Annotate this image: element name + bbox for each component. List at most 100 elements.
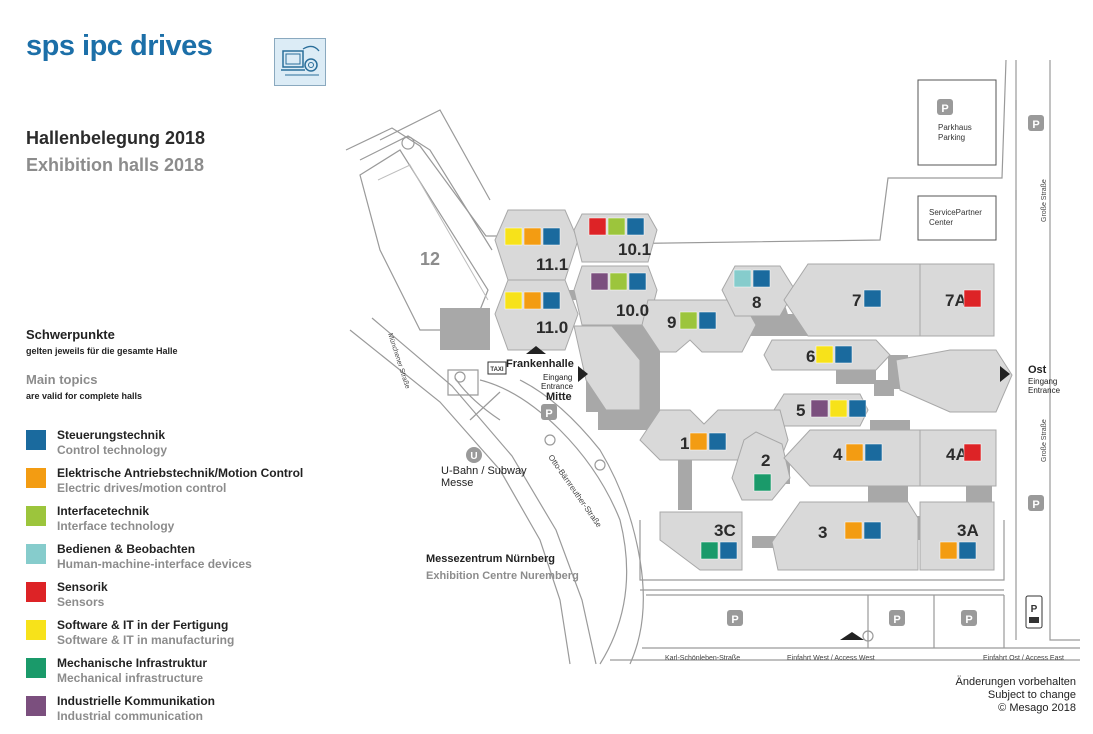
hall-label-7a: 7A	[945, 291, 967, 310]
legend-label-de: Bedienen & Beobachten	[57, 542, 196, 556]
parking-icons: P P P P P P P P	[541, 99, 1044, 629]
hall-3a-topic-drives	[939, 541, 958, 560]
subway-label-2: Messe	[441, 477, 473, 489]
hall-11-1-topic-control	[542, 227, 561, 246]
hall-11-0-shape	[494, 279, 579, 351]
svg-text:P: P	[1031, 604, 1038, 615]
parking-icon-5	[889, 610, 905, 626]
hall-label-7: 7	[852, 291, 861, 310]
hall-3a-topic-control	[958, 541, 977, 560]
mitte-entrance-arrow-icon	[578, 366, 588, 382]
legend-label-en: Sensors	[57, 595, 105, 609]
hall-11-0-topic-software	[504, 291, 523, 310]
exhibition-map: 12	[345, 60, 1080, 665]
street-einfahrt-ost: Einfahrt Ost / Access East	[983, 655, 1064, 662]
service-partner-box	[917, 195, 997, 241]
hall-1-topic-drives	[689, 432, 708, 451]
mitte-name-label: Mitte	[546, 391, 572, 403]
hall-3c-topic-mechanical	[700, 541, 719, 560]
notes-de: Änderungen vorbehalten	[955, 676, 1076, 688]
brand-logo: sps ipc drives	[26, 30, 213, 62]
hall-6-topic-control	[834, 345, 853, 364]
ost-entrance-arrow-icon	[1000, 366, 1010, 382]
parking-garage-box	[917, 79, 997, 166]
svg-text:P: P	[545, 408, 552, 420]
legend-swatch-communication	[26, 696, 46, 716]
hall-5-topic-communication	[810, 399, 829, 418]
service-partner-label-1: ServicePartner	[929, 208, 982, 217]
svg-text:P: P	[731, 614, 738, 626]
focus-sub-de: gelten jeweils für die gesamte Halle	[26, 346, 178, 356]
svg-text:P: P	[1032, 119, 1039, 131]
street-karl: Karl-Schönleben-Straße	[665, 655, 740, 662]
subway-icon	[466, 447, 482, 463]
hall-12-outline	[359, 149, 489, 331]
venue-label-en: Exhibition Centre Nuremberg	[426, 570, 579, 582]
brand-icon	[274, 38, 326, 86]
hall-7-topic-control	[863, 289, 882, 308]
hall-9-topic-control	[698, 311, 717, 330]
focus-title-de: Schwerpunkte	[26, 327, 115, 342]
street-grosse-bottom: Große Straße	[1041, 419, 1048, 462]
hall-11-1-topic-drives	[523, 227, 542, 246]
hall-10-0-topic-interface	[609, 272, 628, 291]
hall-8-topic-hmi	[733, 269, 752, 288]
access-west-arrow-icon	[840, 632, 864, 640]
page-title: Hallenbelegung 2018	[26, 128, 206, 148]
hall-ost-entrance-shape	[895, 349, 1013, 413]
hall-10-0-topic-communication	[590, 272, 609, 291]
hall-6-topic-software	[815, 345, 834, 364]
hall-label-3c: 3C	[714, 521, 736, 540]
parking-icon-3	[541, 404, 557, 420]
hall-label-8: 8	[752, 293, 761, 312]
parking-icon-2	[1028, 495, 1044, 511]
focus-sub-en: are valid for complete halls	[26, 391, 143, 401]
notes-en: Subject to change	[987, 689, 1076, 701]
hall-1-topic-control	[708, 432, 727, 451]
hall-label-11-0: 11.0	[536, 318, 568, 337]
parking-icon-4	[727, 610, 743, 626]
legend-label-de: Software & IT in der Fertigung	[57, 618, 229, 632]
svg-text:P: P	[941, 103, 948, 115]
parking-garage-label-en: Parking	[938, 133, 965, 142]
legend-swatch-control	[26, 430, 46, 450]
venue-label-de: Messezentrum Nürnberg	[426, 553, 555, 565]
street-grosse-top: Große Straße	[1041, 179, 1048, 222]
notes-copyright: © Mesago 2018	[998, 702, 1076, 714]
legend-swatch-interface	[26, 506, 46, 526]
hall-label-9: 9	[667, 313, 676, 332]
frankenhalle-label: Frankenhalle	[506, 358, 574, 370]
hall-label-11-1: 11.1	[536, 255, 568, 274]
hall-2-topic-mechanical	[753, 473, 772, 492]
legend-swatch-drives	[26, 468, 46, 488]
legend-label-de: Elektrische Antriebstechnik/Motion Contr…	[57, 466, 304, 480]
hall-label-4a: 4A	[946, 445, 968, 464]
legend-label-en: Mechanical infrastructure	[57, 671, 204, 685]
hall-label-6: 6	[806, 347, 815, 366]
svg-text:P: P	[965, 614, 972, 626]
parking-garage-icon	[937, 99, 953, 115]
hall-10-1-topic-sensors	[588, 217, 607, 236]
hall-3-topic-drives	[844, 521, 863, 540]
legend-swatch-hmi	[26, 544, 46, 564]
mitte-en-label: Entrance	[541, 382, 574, 391]
hall-label-10-1: 10.1	[618, 240, 651, 259]
hall-label-1: 1	[680, 434, 689, 453]
focus-title-en: Main topics	[26, 372, 98, 387]
parking-garage-label-de: Parkhaus	[938, 123, 972, 132]
svg-text:P: P	[1032, 499, 1039, 511]
legend-label-en: Human-machine-interface devices	[57, 557, 252, 571]
parking-icon-6	[961, 610, 977, 626]
subway-label-1: U-Bahn / Subway	[441, 465, 527, 477]
street-einfahrt-west: Einfahrt West / Access West	[787, 655, 875, 662]
hall-10-1-topic-control	[626, 217, 645, 236]
hall-11-0-topic-drives	[523, 291, 542, 310]
hall-7a-topic-sensors	[963, 289, 982, 308]
service-partner-label-2: Center	[929, 218, 953, 227]
legend-label-de: Industrielle Kommunikation	[57, 694, 216, 708]
hall-3c-topic-control	[719, 541, 738, 560]
hall-12-label: 12	[420, 249, 440, 269]
